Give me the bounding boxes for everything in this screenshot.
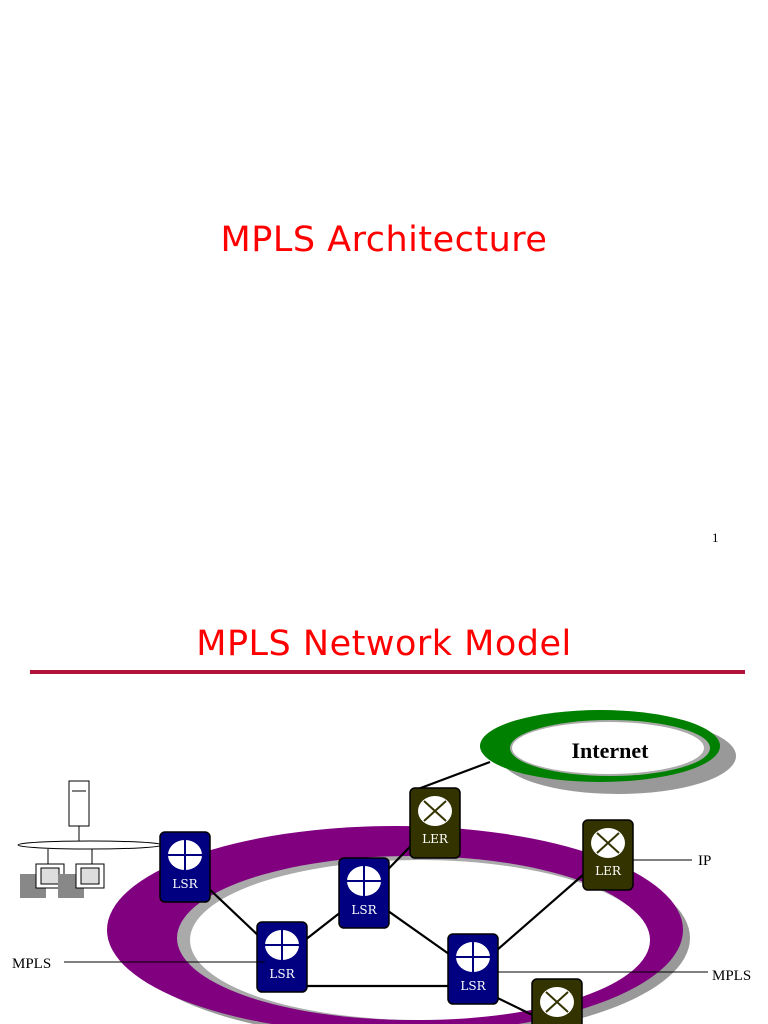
link	[417, 760, 491, 791]
ler-node-bottom	[531, 978, 583, 1024]
network-diagram: Internet	[12, 710, 751, 1024]
node-label: LSR	[269, 967, 295, 981]
lsr-node-lower-right: LSR	[447, 933, 499, 1005]
lan-segment	[17, 840, 163, 850]
node-label: LSR	[172, 877, 198, 891]
node-label: LSR	[351, 903, 377, 917]
callout-mpls-left: MPLS	[12, 956, 51, 972]
internet-label: Internet	[572, 738, 650, 763]
callout-mpls-right: MPLS	[712, 968, 751, 984]
slide-1: MPLS Architecture 1	[220, 220, 719, 545]
page-number: 1	[712, 530, 719, 545]
ler-node-right: LER	[582, 819, 634, 891]
node-label: LER	[595, 864, 622, 878]
internet-core	[512, 722, 704, 774]
lan-hosts	[17, 780, 163, 898]
node-label: LSR	[460, 979, 486, 993]
lsr-node-center: LSR	[338, 857, 390, 929]
slide-title: MPLS Architecture	[220, 220, 548, 260]
slide-2: MPLS Network Model Internet	[0, 576, 768, 1024]
ler-node-top: LER	[409, 787, 461, 859]
server-icon	[68, 780, 90, 827]
node-label: LER	[422, 832, 449, 846]
title-rule	[30, 670, 745, 674]
slide-title: MPLS Network Model	[196, 624, 572, 664]
lsr-node-left: LSR	[159, 831, 211, 903]
callout-ip: IP	[698, 853, 711, 869]
lsr-node-lower-left: LSR	[256, 921, 308, 993]
